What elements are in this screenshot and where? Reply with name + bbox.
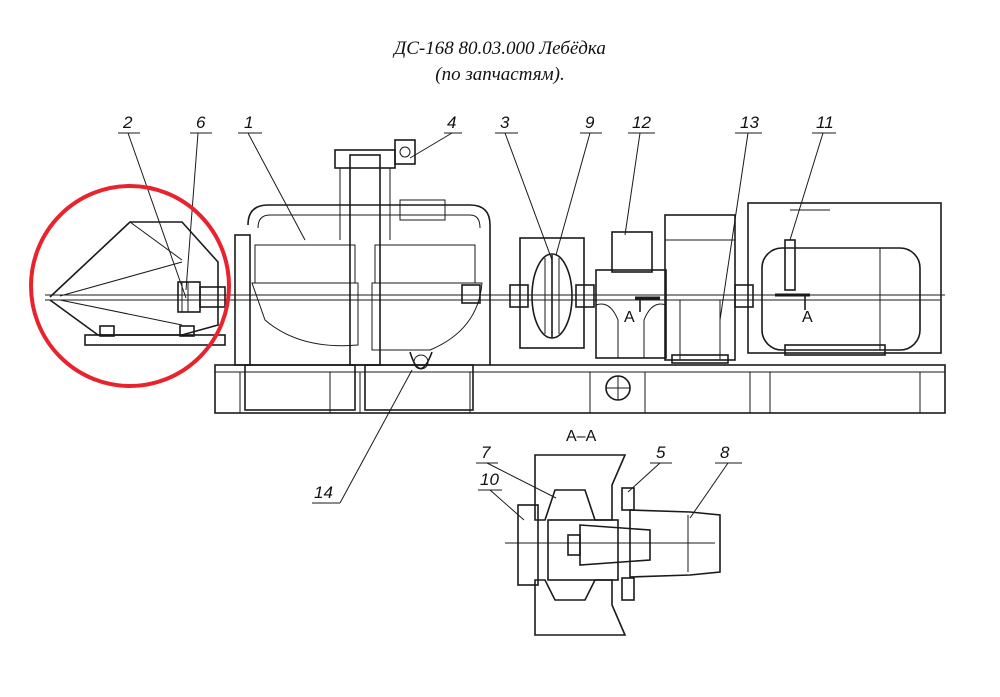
callout-9: 9	[585, 113, 595, 132]
section-a-a-detail	[476, 454, 742, 636]
gearbox	[595, 231, 667, 359]
callout-13: 13	[740, 113, 759, 132]
callout-1: 1	[244, 113, 253, 132]
drum-assembly	[234, 139, 491, 411]
callout-6: 6	[196, 113, 206, 132]
base-frame	[214, 364, 946, 414]
drawing-subtitle: (по запчастям).	[435, 64, 565, 85]
callout-5: 5	[656, 443, 666, 462]
highlight-circle	[29, 184, 231, 388]
callout-12: 12	[632, 113, 651, 132]
callout-7: 7	[481, 443, 491, 462]
leader-lines	[118, 132, 836, 504]
callout-11: 11	[816, 113, 834, 132]
callout-3: 3	[500, 113, 510, 132]
callout-2: 2	[122, 113, 133, 132]
section-mark-left: А	[624, 309, 635, 326]
callout-10: 10	[480, 470, 499, 489]
callout-4: 4	[447, 113, 456, 132]
callout-14: 14	[314, 483, 333, 502]
capstan-cone	[49, 221, 226, 346]
electric-motor	[734, 202, 942, 356]
coupling	[509, 237, 595, 349]
callout-8: 8	[720, 443, 730, 462]
section-mark-right: А	[802, 309, 813, 326]
section-title: А–А	[566, 428, 597, 445]
drawing-title: ДС-168 80.03.000 Лебёдка	[394, 38, 606, 59]
